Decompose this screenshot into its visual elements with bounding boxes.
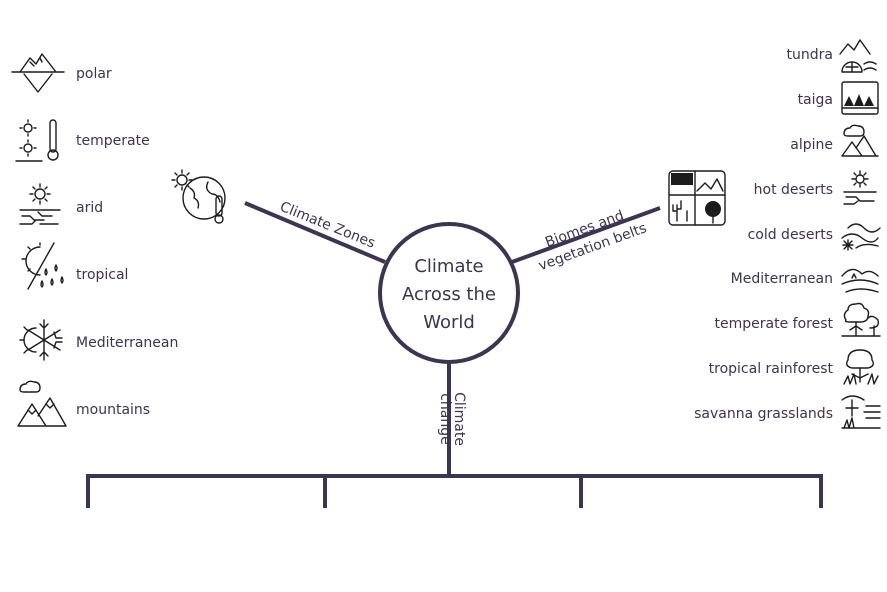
sun-rain-icon: [21, 242, 64, 290]
climate-zone-label: tropical: [76, 267, 128, 283]
branch-line-climate-zones: [244, 201, 386, 264]
mediterranean-hills-icon: [841, 268, 879, 293]
taiga-forest-icon: [841, 81, 879, 115]
biome-label: taiga: [798, 92, 833, 108]
center-line-1: Climate: [414, 256, 483, 277]
climate-zone-label: Mediterranean: [76, 335, 178, 351]
thermometer-sun-icon: [15, 119, 59, 162]
climate-zone-label: mountains: [76, 402, 150, 418]
branch-label-climate-change-1: Climate: [451, 392, 467, 446]
climate-zone-label: temperate: [76, 133, 150, 149]
globe-thermometer-icon: [171, 169, 226, 224]
cold-desert-icon: [841, 223, 881, 251]
biome-label: cold deserts: [748, 227, 833, 243]
biome-label: tundra: [787, 47, 833, 63]
biome-label: alpine: [790, 137, 833, 153]
biome-label: tropical rainforest: [709, 361, 834, 377]
climate-zone-label: arid: [76, 200, 103, 216]
biome-label: hot deserts: [754, 182, 833, 198]
center-node[interactable]: [378, 222, 520, 364]
biome-label: temperate forest: [715, 316, 834, 332]
biomes-grid-icon: [668, 170, 726, 226]
climate-zone-label: polar: [76, 66, 112, 82]
alpine-icon: [841, 124, 879, 157]
center-line-3: World: [423, 312, 475, 333]
sun-cracked-ground-icon: [19, 183, 61, 225]
mountains-icon: [17, 380, 67, 427]
center-line-2: Across the: [402, 284, 496, 305]
biome-label: savanna grasslands: [694, 406, 833, 422]
branch-label-climate-zones: Climate Zones: [278, 199, 378, 252]
temperate-forest-icon: [841, 302, 881, 337]
sun-snowflake-icon: [19, 319, 63, 361]
tundra-icon: [839, 39, 877, 73]
savanna-icon: [841, 395, 881, 429]
biome-label: Mediterranean: [731, 271, 833, 287]
hot-desert-icon: [843, 170, 877, 205]
iceberg-icon: [11, 53, 65, 93]
branch-line-biomes: [511, 206, 661, 264]
rainforest-icon: [843, 349, 879, 385]
branch-label-climate-change-2: change: [437, 393, 453, 445]
